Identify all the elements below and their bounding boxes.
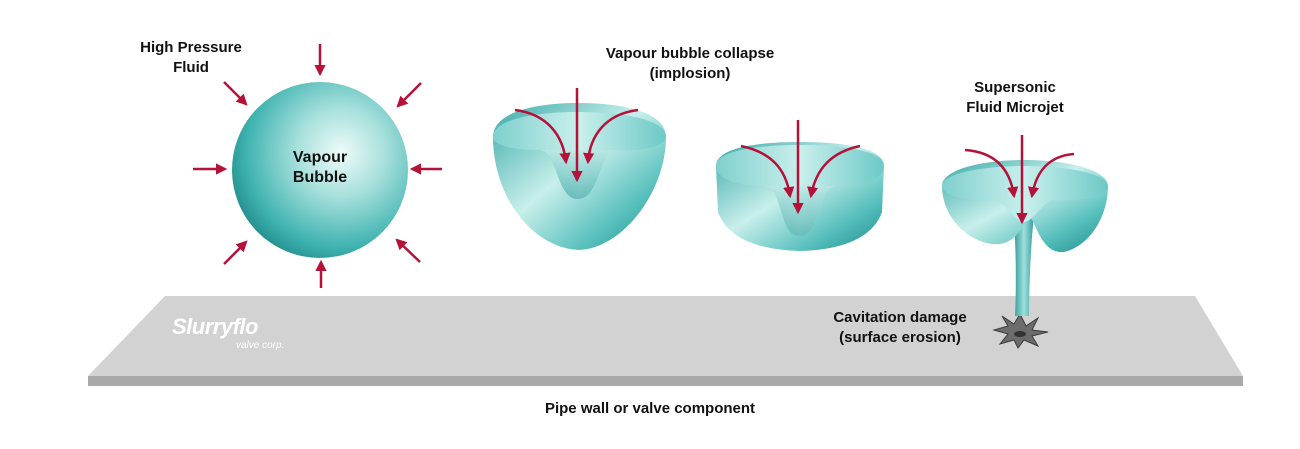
collapse-stage-1-arrows xyxy=(514,88,639,183)
microjet-stage xyxy=(942,160,1108,316)
slurryflo-tagline: valve corp. xyxy=(236,340,285,351)
high-pressure-arrows xyxy=(193,44,442,288)
high-pressure-fluid-label: High Pressure Fluid xyxy=(118,38,264,78)
high-pressure-line-1: High Pressure xyxy=(140,39,242,56)
collapse-stage-2 xyxy=(716,142,884,251)
vapour-collapse-label: Vapour bubble collapse (implosion) xyxy=(560,44,820,84)
vapour-bubble-sphere xyxy=(232,82,408,258)
microjet-line-2: Fluid Microjet xyxy=(966,99,1064,116)
collapse-line-1: Vapour bubble collapse xyxy=(605,45,775,62)
microjet-arrows xyxy=(964,135,1075,225)
vapour-bubble-label: Vapour Bubble xyxy=(260,148,380,188)
vapour-line-1: Vapour xyxy=(292,149,348,166)
damage-line-2: (surface erosion) xyxy=(839,329,961,346)
pipe-wall xyxy=(88,296,1243,386)
slurryflo-logo: Slurryflo xyxy=(172,314,258,339)
vapour-line-2: Bubble xyxy=(292,169,348,186)
cavitation-damage-label: Cavitation damage (surface erosion) xyxy=(810,308,990,348)
collapse-stage-2-arrows xyxy=(740,120,861,215)
cavitation-damage-mark xyxy=(992,312,1049,349)
microjet-line-1: Supersonic xyxy=(974,79,1056,96)
collapse-stage-1 xyxy=(493,103,666,250)
microjet-label: Supersonic Fluid Microjet xyxy=(940,78,1090,118)
pipe-wall-label: Pipe wall or valve component xyxy=(544,400,756,417)
collapse-line-2: (implosion) xyxy=(649,65,731,82)
damage-line-1: Cavitation damage xyxy=(833,309,967,326)
high-pressure-line-2: Fluid xyxy=(173,59,209,76)
